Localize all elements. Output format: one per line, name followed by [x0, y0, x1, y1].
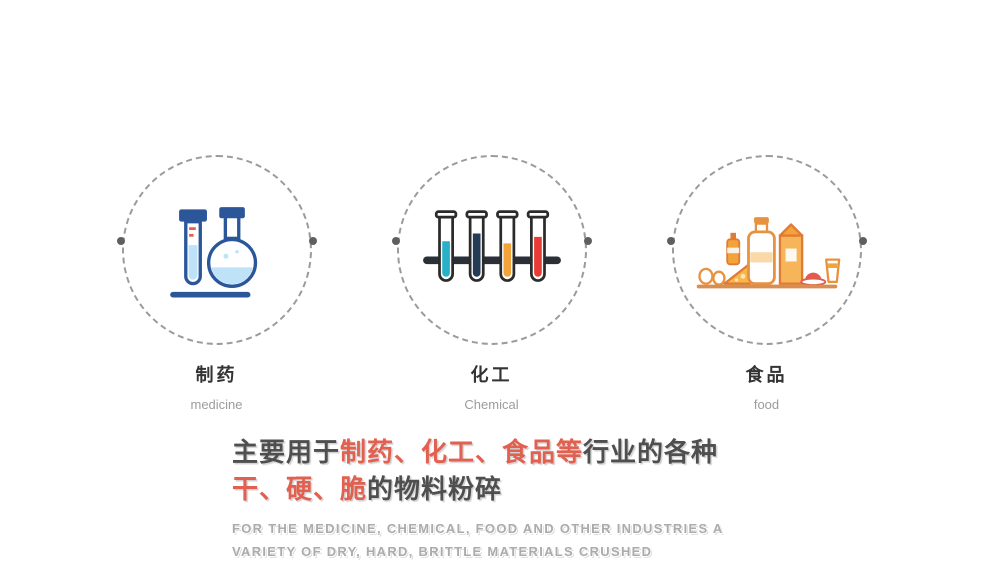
industries-row: 制药 medicine — [0, 155, 983, 412]
caption-en-line-1: FOR THE MEDICINE, CHEMICAL, FOOD AND OTH… — [232, 521, 724, 536]
caption-segment: 行业的各种 — [583, 437, 719, 467]
connector-dot — [116, 237, 125, 245]
connector-dot — [583, 237, 592, 245]
connector-dot — [308, 237, 317, 245]
chemical-test-tubes-icon — [422, 210, 561, 282]
caption-segment: 的物料粉碎 — [367, 474, 503, 504]
caption-zh-line-2: 干、硬、脆的物料粉碎 — [232, 471, 724, 508]
industry-food: 食品 food — [666, 155, 867, 412]
industry-title-zh: 化工 — [470, 365, 513, 385]
connector-dot — [391, 237, 400, 245]
caption-block: 主要用于制药、化工、食品等行业的各种 干、硬、脆的物料粉碎 FOR THE ME… — [232, 434, 724, 563]
food-items-icon — [696, 216, 840, 288]
food-circle — [666, 155, 867, 345]
industry-title-en: food — [753, 397, 780, 412]
industry-title-zh: 食品 — [745, 365, 788, 385]
connector-dot — [666, 237, 675, 245]
industry-title-zh: 制药 — [195, 365, 238, 385]
caption-zh-line-1: 主要用于制药、化工、食品等行业的各种 — [232, 434, 724, 471]
chemical-circle — [391, 155, 592, 345]
caption-en-line-2: VARIETY OF DRY, HARD, BRITTLE MATERIALS … — [232, 544, 653, 559]
caption-segment: 主要用于 — [232, 437, 341, 467]
caption-segment-highlight: 干、硬、脆 — [232, 474, 368, 504]
medicine-flasks-icon — [169, 207, 257, 298]
industry-medicine: 制药 medicine — [116, 155, 317, 412]
connector-dot — [858, 237, 867, 245]
caption-segment-highlight: 制药、化工、食品等 — [340, 437, 584, 467]
industry-title-en: Chemical — [464, 397, 519, 412]
medicine-circle — [116, 155, 317, 345]
industry-chemical: 化工 Chemical — [391, 155, 592, 412]
industry-title-en: medicine — [190, 397, 243, 412]
